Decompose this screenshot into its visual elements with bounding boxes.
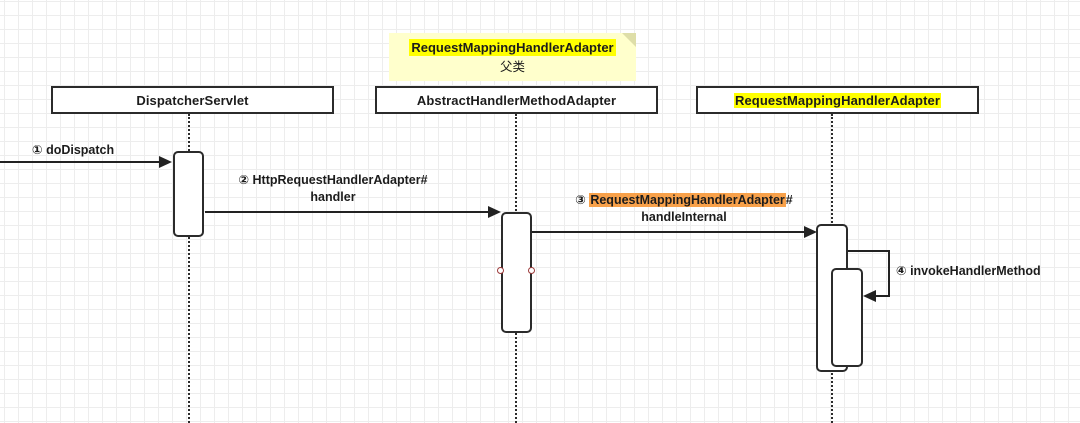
- message-arrow-line-1[interactable]: [0, 161, 160, 163]
- lifeline-header-dispatcher-servlet[interactable]: DispatcherServlet: [51, 86, 334, 114]
- message-arrow-head-1: [159, 156, 172, 168]
- message-label-4: ④ invokeHandlerMethod: [896, 263, 1041, 280]
- note-title: RequestMappingHandlerAdapter: [409, 39, 616, 56]
- message-text-1: doDispatch: [46, 143, 115, 157]
- message-number-4: ④: [896, 264, 907, 278]
- note-subtitle: 父类: [499, 59, 525, 74]
- lifeline-stem-dispatcher-servlet: [188, 114, 190, 423]
- message-arrow-head-3: [804, 226, 817, 238]
- activation-bar-abstract-handler-method-adapter[interactable]: [501, 212, 532, 333]
- message-self-segment-right-4[interactable]: [888, 250, 890, 296]
- selection-handle-right[interactable]: [528, 267, 535, 274]
- lifeline-label-abstract-handler-method-adapter: AbstractHandlerMethodAdapter: [416, 92, 617, 108]
- message-text-2-line2: handler: [310, 190, 356, 204]
- activation-bar-dispatcher-servlet[interactable]: [173, 151, 204, 237]
- message-text-3-line2: handleInternal: [641, 210, 727, 224]
- note-request-mapping-handler-adapter[interactable]: RequestMappingHandlerAdapter 父类: [389, 33, 636, 81]
- selection-handle-left[interactable]: [497, 267, 504, 274]
- message-text-4: invokeHandlerMethod: [910, 264, 1041, 278]
- message-text-2-line1: HttpRequestHandlerAdapter#: [252, 173, 428, 187]
- activation-bar-request-mapping-handler-adapter-nested[interactable]: [831, 268, 863, 367]
- message-arrow-head-4: [863, 290, 876, 302]
- lifeline-label-request-mapping-handler-adapter: RequestMappingHandlerAdapter: [733, 92, 942, 108]
- message-text-3-highlight: RequestMappingHandlerAdapter: [589, 193, 786, 207]
- message-self-segment-top-4[interactable]: [848, 250, 890, 252]
- message-label-1: ① doDispatch: [32, 142, 114, 159]
- lifeline-label-dispatcher-servlet: DispatcherServlet: [136, 92, 249, 108]
- message-label-2: ② HttpRequestHandlerAdapter# handler: [215, 172, 451, 206]
- message-label-3: ③ RequestMappingHandlerAdapter# handleIn…: [557, 192, 811, 226]
- message-number-3: ③: [575, 193, 586, 207]
- message-number-2: ②: [238, 173, 250, 187]
- message-arrow-line-3[interactable]: [532, 231, 806, 233]
- message-arrow-head-2: [488, 206, 501, 218]
- lifeline-header-request-mapping-handler-adapter[interactable]: RequestMappingHandlerAdapter: [696, 86, 979, 114]
- lifeline-header-abstract-handler-method-adapter[interactable]: AbstractHandlerMethodAdapter: [375, 86, 658, 114]
- message-number-1: ①: [32, 143, 43, 157]
- message-self-segment-bottom-4[interactable]: [876, 295, 890, 297]
- message-arrow-line-2[interactable]: [205, 211, 490, 213]
- message-text-3-hash: #: [785, 193, 793, 207]
